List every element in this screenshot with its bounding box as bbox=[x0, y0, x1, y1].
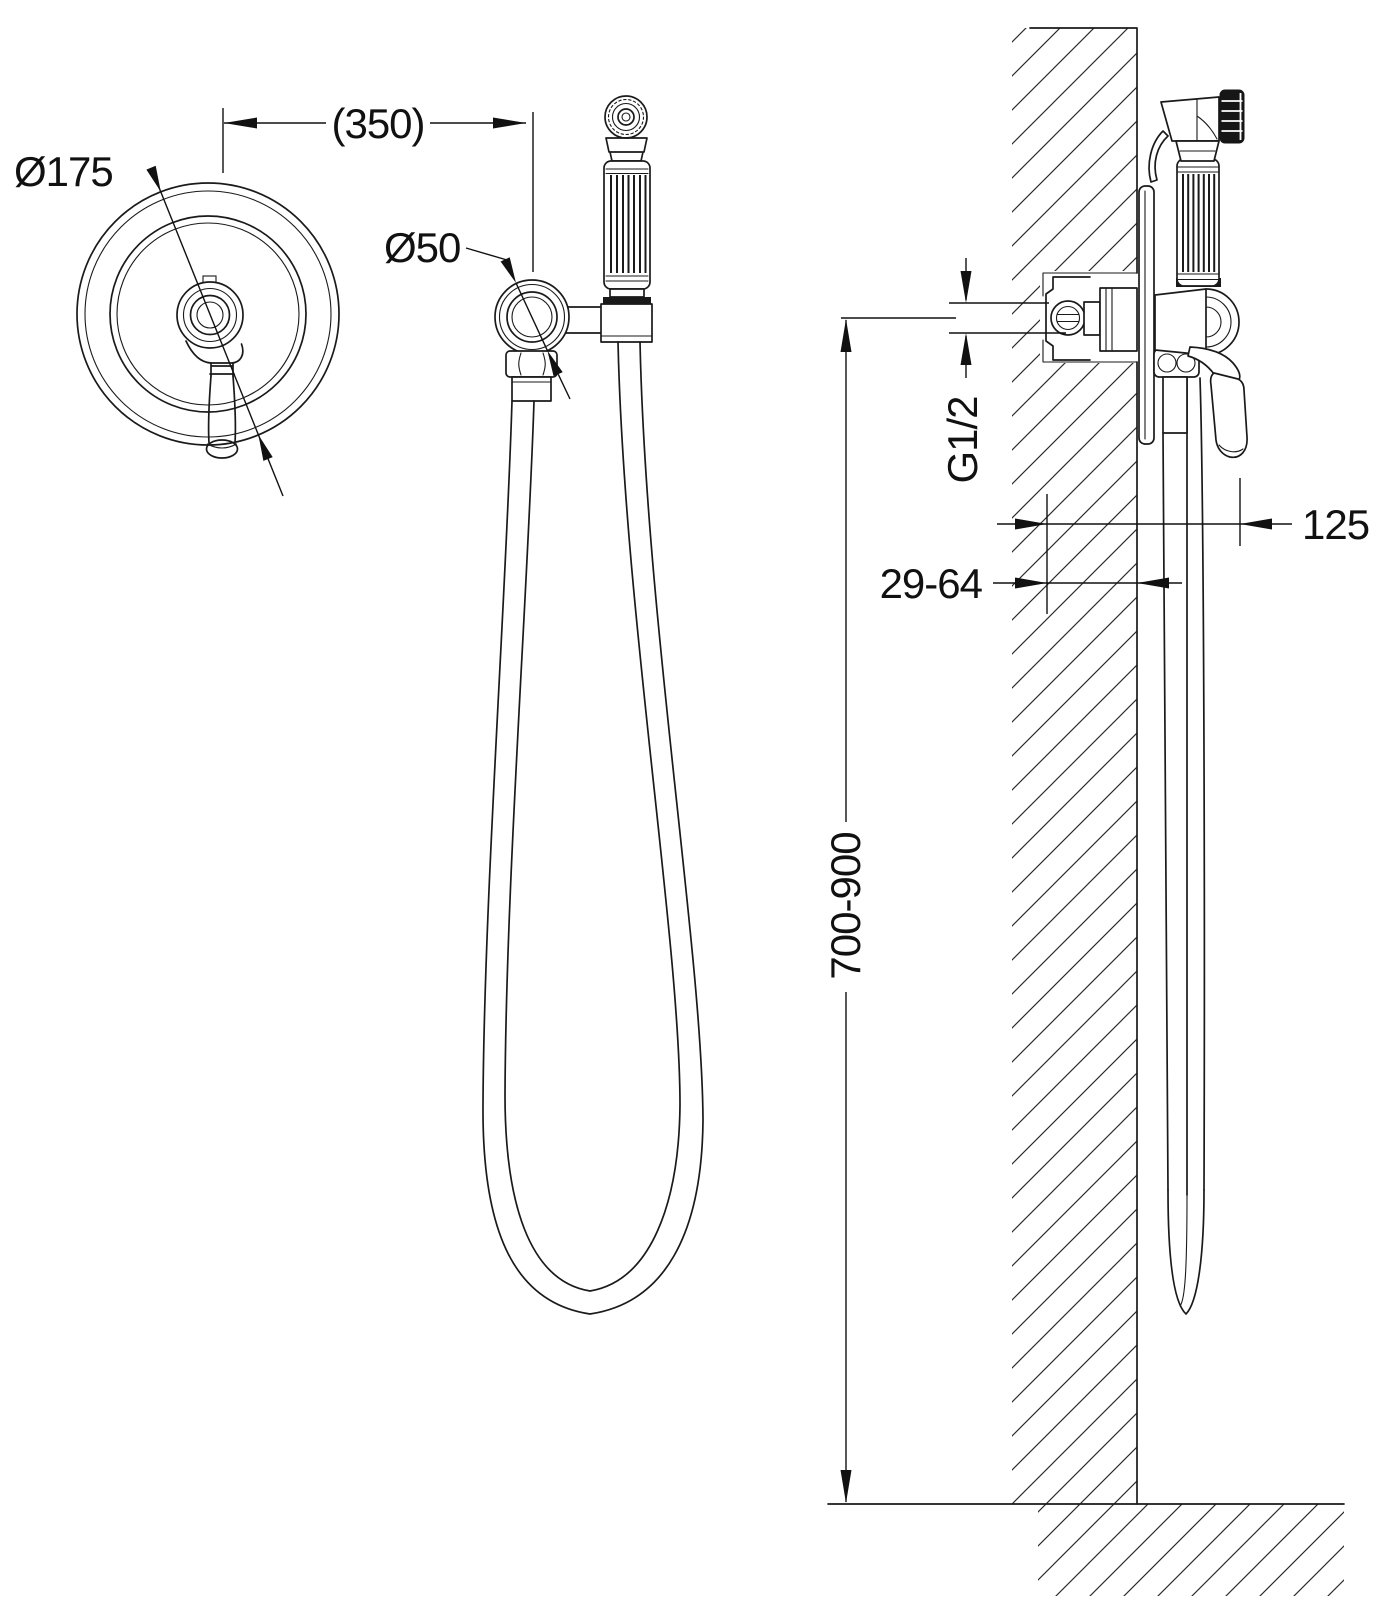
dim-plate-diameter: Ø175 bbox=[14, 148, 284, 497]
floor-hatch bbox=[1038, 1504, 1344, 1596]
shower-hose-front bbox=[482, 341, 704, 1315]
wall-plate-side bbox=[1138, 185, 1155, 445]
handle-knob-side bbox=[1205, 288, 1240, 356]
spray-connector-front bbox=[600, 288, 653, 343]
wall-hatch bbox=[1012, 28, 1137, 1504]
hand-spray-front bbox=[600, 95, 653, 343]
shower-hose-side bbox=[1162, 376, 1206, 1315]
concealed-valve bbox=[1045, 276, 1138, 361]
dim-label-projection: 125 bbox=[1302, 501, 1369, 548]
dim-label-thread: G1/2 bbox=[939, 396, 986, 483]
lever-grip-front bbox=[205, 362, 239, 459]
valve-adapter bbox=[1083, 301, 1101, 336]
spray-head-front bbox=[604, 95, 648, 139]
hose-outlet-holder-front bbox=[494, 279, 604, 402]
dim-projection: 125 bbox=[997, 478, 1370, 614]
spray-handle-front bbox=[603, 160, 651, 290]
dim-span-350: (350) bbox=[222, 100, 534, 272]
dim-label-holder-diameter: Ø50 bbox=[384, 224, 460, 271]
front-view: Ø175 (350) Ø50 bbox=[14, 95, 704, 1315]
dim-depth-range: 29-64 bbox=[880, 560, 1182, 607]
dim-label-span: (350) bbox=[331, 100, 424, 147]
dim-mounting-height: 700-900 bbox=[822, 317, 956, 1503]
dim-label-plate-diameter: Ø175 bbox=[14, 148, 113, 195]
supply-screw-slot bbox=[1056, 313, 1080, 323]
mixer-handle-front bbox=[176, 275, 244, 459]
dim-holder-diameter: Ø50 bbox=[384, 224, 571, 400]
floor-section bbox=[827, 1503, 1345, 1596]
mixer-lever-side bbox=[1187, 346, 1248, 459]
spray-trigger-side bbox=[1148, 130, 1169, 183]
wall-section bbox=[1012, 27, 1138, 1505]
spray-handle-side bbox=[1176, 158, 1220, 287]
hose-fitting-side bbox=[1162, 376, 1188, 434]
spray-nozzle-cap-side bbox=[1219, 89, 1245, 144]
dim-label-depth-range: 29-64 bbox=[880, 560, 983, 607]
dim-thread: G1/2 bbox=[939, 258, 1066, 484]
hose-nut-front bbox=[505, 350, 558, 402]
hand-spray-side bbox=[1148, 89, 1245, 287]
dim-label-mounting-height: 700-900 bbox=[822, 832, 869, 979]
side-view: 700-900 G1/2 125 29-64 bbox=[822, 27, 1370, 1596]
spray-bracket-front bbox=[605, 137, 648, 162]
